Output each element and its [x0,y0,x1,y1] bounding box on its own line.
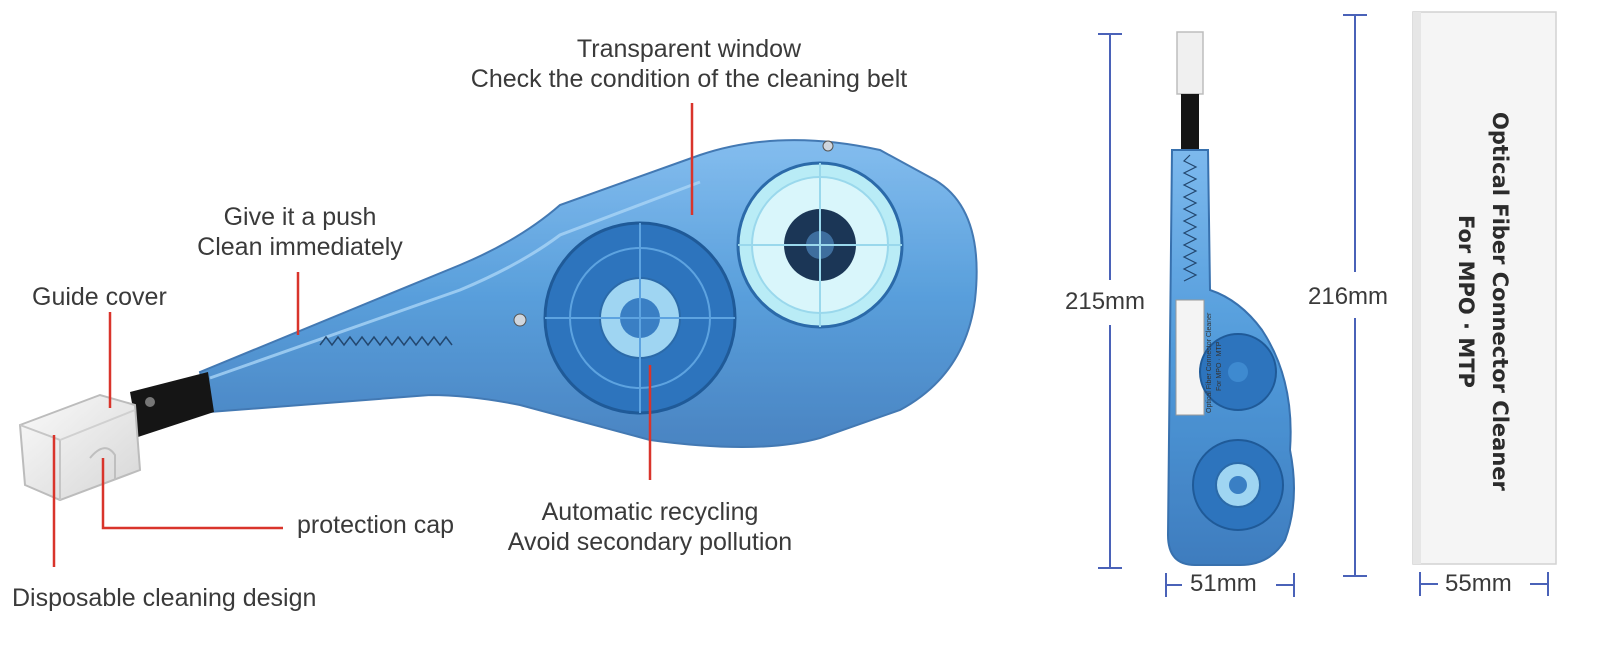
callout-line: Automatic recycling [541,498,759,526]
tool-sticker-line2: For MPO · MTP [1216,341,1223,391]
front-view-tool [1166,31,1295,566]
callout-line: Avoid secondary pollution [507,528,793,556]
callout-line: Check the condition of the cleaning belt [470,65,908,93]
callout-line: Transparent window [576,35,802,63]
callout-transparent-window: Transparent window Check the condition o… [444,34,934,94]
callout-guide-cover: Guide cover [32,283,167,311]
box-printed-label: Optical Fiber Connector Cleaner For MPO … [1448,40,1568,600]
dimension-box-width: 55mm [1445,570,1512,597]
tool-body [198,139,978,448]
leader-lines [52,103,694,567]
tool-sticker-label: Optical Fiber Connector Cleaner For MPO … [1203,305,1227,415]
guide-cover-cap [18,393,142,502]
callout-recycling: Automatic recycling Avoid secondary poll… [490,497,810,557]
callout-protection-cap: protection cap [297,511,455,539]
packaging-box [1412,11,1557,565]
callout-give-push: Give it a push Clean immediately [180,202,420,262]
dimension-tool-width: 51mm [1190,570,1257,597]
tool-shaft [130,372,214,437]
callout-line: Give it a push [223,203,377,231]
dimension-lines [1098,14,1549,597]
callout-line: Clean immediately [197,233,403,261]
dimension-tool-height: 215mm [1065,288,1146,315]
box-label-line1: Optical Fiber Connector Cleaner [1488,112,1512,491]
callout-disposable: Disposable cleaning design [12,584,317,612]
box-label-line2: For MPO · MTP [1454,215,1478,388]
dimension-box-height: 216mm [1308,283,1389,310]
tool-sticker-line1: Optical Fiber Connector Cleaner [1206,312,1213,413]
